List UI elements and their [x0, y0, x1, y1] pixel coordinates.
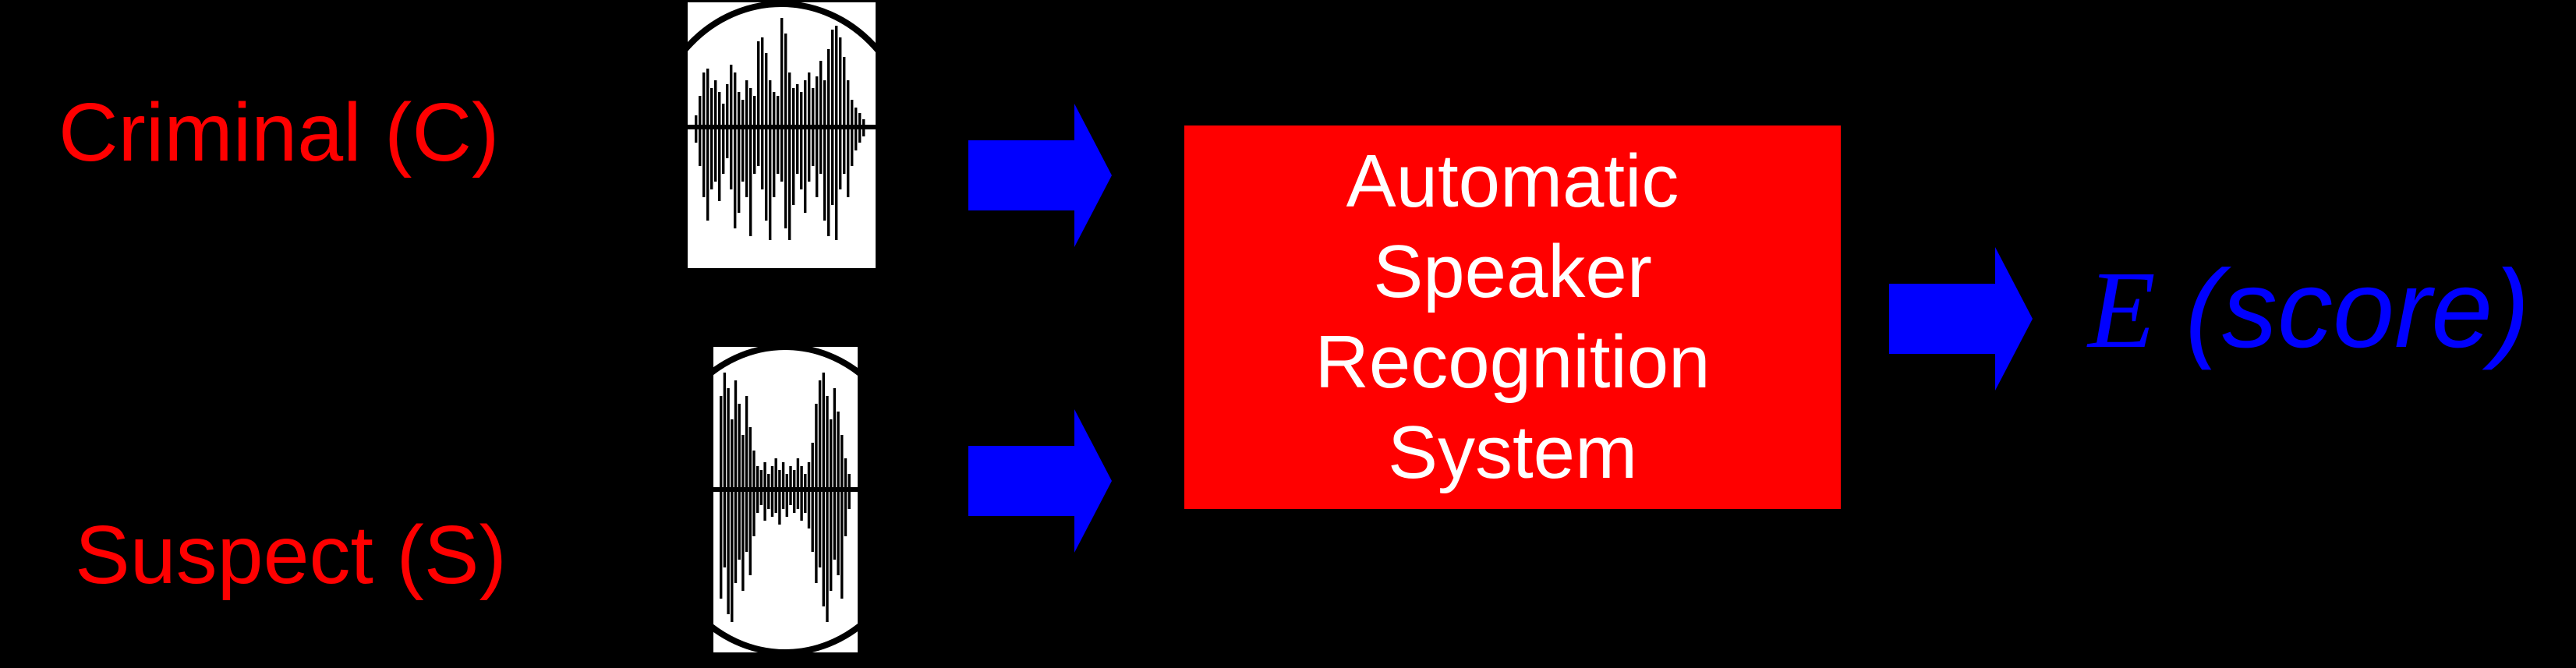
box-line: Automatic [1346, 140, 1679, 223]
flow-arrow-right-icon [968, 409, 1112, 553]
formula-argument: (score) [2185, 247, 2530, 371]
box-line: Recognition [1315, 320, 1711, 404]
score-output-formula: E(score) [2088, 254, 2530, 366]
box-line: System [1387, 411, 1638, 494]
criminal-audio-waveform-icon [688, 2, 876, 268]
flow-arrow-right-icon [968, 104, 1112, 247]
suspect-label: Suspect (S) [75, 509, 507, 601]
flow-arrow-right-icon [1889, 247, 2033, 391]
formula-term: E [2088, 248, 2156, 371]
suspect-audio-waveform-icon [713, 347, 858, 652]
criminal-label: Criminal (C) [58, 87, 500, 178]
recognition-system-box: Automatic Speaker Recognition System [1184, 125, 1841, 509]
box-line: Speaker [1373, 230, 1652, 313]
